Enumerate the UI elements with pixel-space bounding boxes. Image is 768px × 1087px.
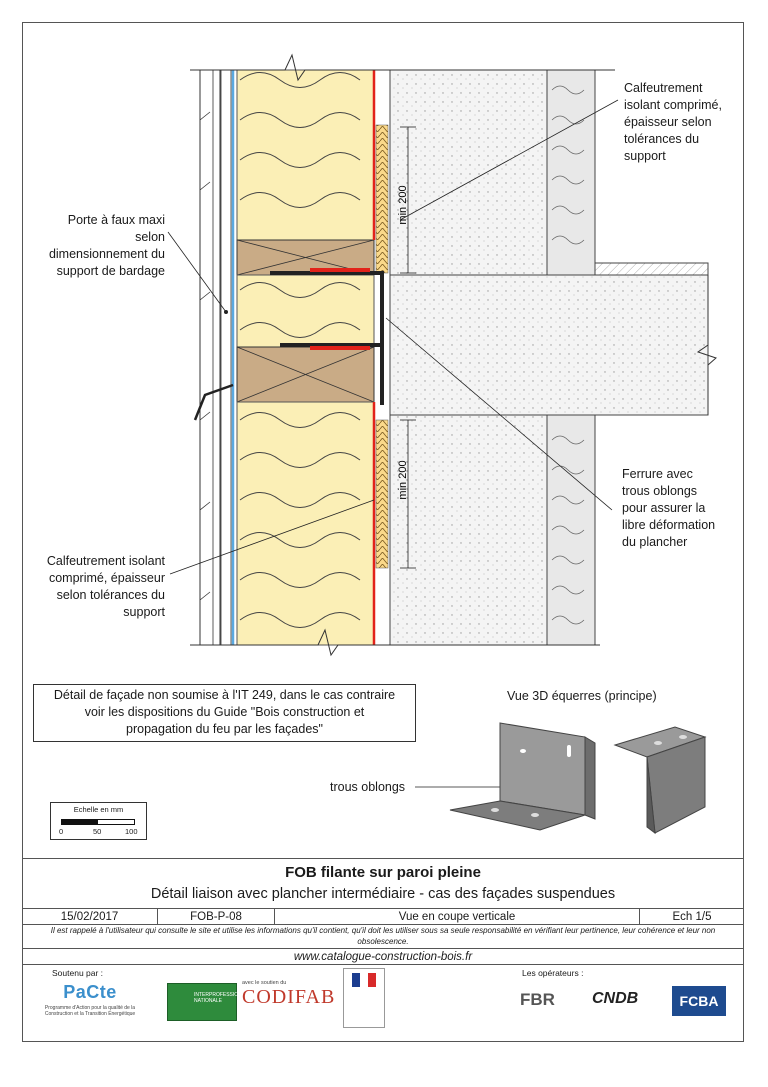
scale-bar: Echelle en mm 0 50 100 [50,802,147,840]
break-line-top [190,53,615,82]
cladding-boards [199,69,232,646]
insulation-lower [236,401,375,646]
leader-top-right [399,99,619,221]
france-bois-logo: INTERPROFESSION NATIONALE [167,983,242,1021]
floor-screed [594,262,709,276]
codifab-logo: avec le soutien du CODIFAB [242,980,336,1008]
section-drawing: min 200 min 200 [167,53,717,657]
annotation-top-right: Calfeutrement isolant comprimé, épaisseu… [624,81,722,163]
drawing-title: FOB filante sur paroi pleine [285,864,481,881]
ministry-logo [343,968,385,1028]
code-cell: FOB-P-08 [157,909,274,924]
scale-title: Echelle en mm [73,805,124,814]
steel-bracket [270,268,384,405]
fbr-logo: FBR [520,990,555,1009]
disclaimer: Il est rappelé à l'utilisateur qui consu… [50,926,716,946]
annotation-left-top: Porte à faux maxi selon dimensionnement … [48,213,165,278]
annotation-left-bottom: Calfeutrement isolant comprimé, épaisseu… [46,554,165,619]
dim-label-top: min 200 [397,185,409,224]
annotation-right-bottom: Ferrure avec trous oblongs pour assurer … [622,467,716,549]
concrete-wall-upper [389,69,548,276]
concrete-wall-lower [389,414,548,646]
pacte-logo: PaCte Programme d'Action pour la qualité… [44,982,136,1017]
drip-flashing [193,383,234,421]
drawing-subtitle: Détail liaison avec plancher intermédiai… [150,886,616,902]
bracket-3d-view [415,722,712,835]
holes-label: trous oblongs [330,780,406,794]
leader-left-top [167,231,227,313]
scale-tick-100: 100 [125,827,138,836]
leader-left-bottom [169,499,375,575]
view-3d-title: Vue 3D équerres (principe) [507,689,657,703]
website-link[interactable]: www.catalogue-construction-bois.fr [293,951,473,963]
scale-cell: Ech 1/5 [639,909,744,924]
insulation-upper [236,69,375,241]
fcba-logo: FCBA [672,986,726,1016]
interior-lining [546,69,596,646]
concrete-slab [389,274,709,416]
compressed-joint-lower [375,419,389,569]
insulation-middle [236,274,375,348]
view-cell: Vue en coupe verticale [274,909,639,924]
dimension-bottom [400,419,416,569]
break-line-slab [696,275,717,415]
leader-right-bottom [385,317,613,511]
dim-label-bottom: min 200 [397,460,409,499]
supported-by-label: Soutenu par : [52,968,104,978]
date-cell: 15/02/2017 [60,910,119,923]
scale-tick-50: 50 [93,827,102,836]
break-line-bottom [190,628,600,657]
drawing-sheet [22,22,744,1042]
note-box: Détail de façade non soumise à l'IT 249,… [33,684,416,742]
operators-label: Les opérateurs : [522,968,584,978]
cndb-logo: CNDB [592,990,639,1007]
dimension-top [400,126,416,274]
timber-beam-lower [236,346,375,403]
scale-tick-0: 0 [59,827,64,836]
compressed-joint-upper [375,124,389,274]
